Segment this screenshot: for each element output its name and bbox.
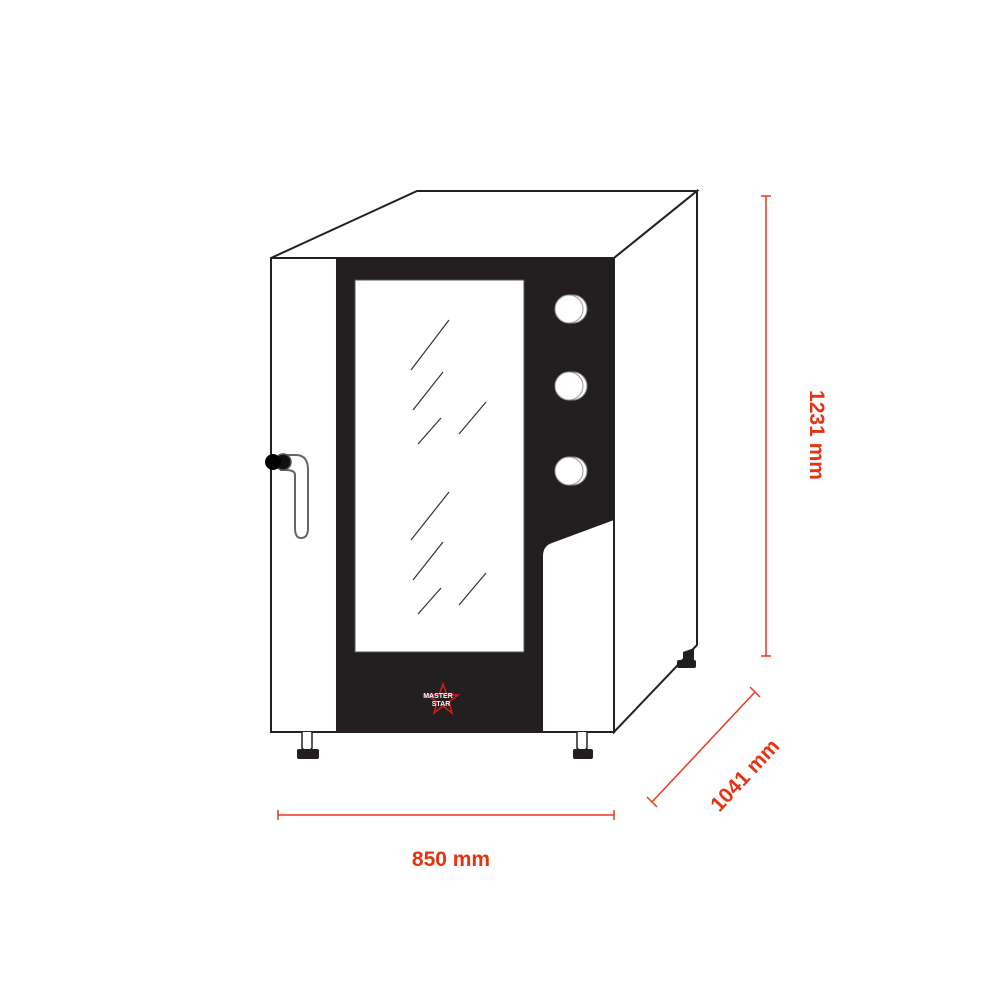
depth-dimension-label: 1041 mm	[706, 735, 784, 816]
width-dimension-line	[277, 810, 615, 820]
control-knob-1[interactable]	[554, 294, 588, 324]
depth-dimension-line	[646, 686, 761, 808]
door-glass	[354, 279, 525, 653]
glass-reflection-lines	[410, 319, 487, 615]
width-dimension-label: 850 mm	[412, 848, 490, 871]
oven-side-face	[613, 188, 698, 735]
svg-text:MASTER: MASTER	[423, 693, 453, 700]
door-handle[interactable]	[265, 453, 309, 540]
svg-text:STAR: STAR	[432, 701, 451, 708]
control-knob-2[interactable]	[554, 371, 588, 401]
height-dimension-line	[761, 195, 771, 657]
master-star-logo: MASTER STAR	[423, 681, 461, 715]
control-knob-3[interactable]	[554, 456, 588, 486]
height-dimension-label: 1231 mm	[805, 390, 828, 480]
oven-feet	[297, 648, 696, 759]
